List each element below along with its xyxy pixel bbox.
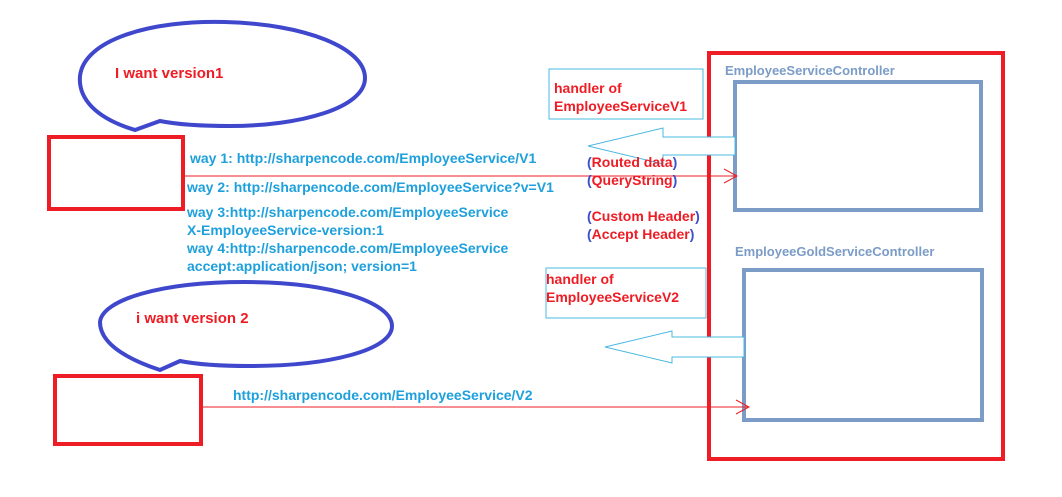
handler-v2-label-1: handler of: [546, 271, 614, 287]
handler-v2-label-2: EmployeeServiceV2: [546, 289, 680, 305]
method-accept-header: (Accept Header): [587, 226, 695, 242]
way-4-text: way 4:http://sharpencode.com/EmployeeSer…: [187, 240, 509, 256]
method-routed-data: (Routed data): [587, 154, 678, 170]
way-1-text: way 1: http://sharpencode.com/EmployeeSe…: [190, 150, 537, 166]
way-3-text: way 3:http://sharpencode.com/EmployeeSer…: [187, 204, 509, 220]
employee-controller-title: EmployeeServiceController: [725, 63, 895, 78]
response-arrow-v2: [604, 330, 745, 364]
speech-bubble-bottom: [97, 279, 395, 373]
handler-v1-label-1: handler of: [554, 80, 622, 96]
way-3-header-text: X-EmployeeService-version:1: [187, 222, 384, 238]
response-arrow-v1: [587, 127, 736, 165]
client-box-v1: [47, 135, 185, 211]
bubble-top-text: I want version1: [115, 65, 224, 82]
handler-v1-label-2: EmployeeServiceV1: [554, 98, 688, 114]
method-custom-header: (Custom Header): [587, 208, 700, 224]
method-query-string: (QueryString): [587, 172, 678, 188]
way-2-text: way 2: http://sharpencode.com/EmployeeSe…: [187, 179, 554, 195]
request-arrow-v1-head: [723, 168, 739, 184]
speech-bubble-top: [77, 19, 368, 133]
gold-controller-box: [742, 268, 984, 422]
client-box-v2: [53, 374, 203, 446]
way-4-header-text: accept:application/json; version=1: [187, 258, 417, 274]
server-container: [707, 51, 1005, 461]
v2-url-text: http://sharpencode.com/EmployeeService/V…: [233, 387, 533, 403]
gold-controller-title: EmployeeGoldServiceController: [735, 244, 935, 259]
bubble-bottom-text: i want version 2: [136, 310, 249, 327]
handler-v2-box: [545, 267, 707, 319]
request-arrow-v2-head: [735, 399, 751, 415]
employee-controller-box: [733, 80, 983, 212]
handler-v1-box: [548, 68, 704, 120]
